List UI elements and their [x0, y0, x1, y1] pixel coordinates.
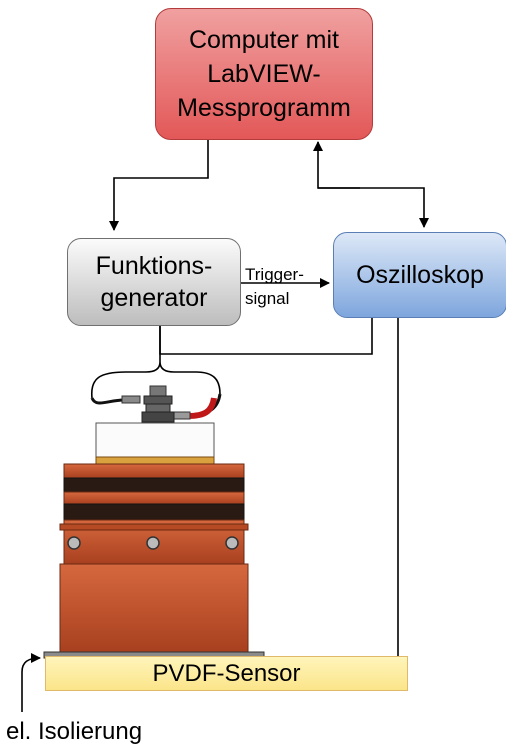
- arrow-oszilloskop-to-computer: [313, 141, 360, 189]
- connection-lines: [21, 140, 429, 712]
- isolierung-label: el. Isolierung: [6, 718, 143, 745]
- oszilloskop-label: Oszilloskop: [356, 260, 484, 289]
- computer-label: Computer mit LabVIEW- Messprogramm: [177, 26, 351, 122]
- funktionsgenerator-box: Funktions- generator: [67, 238, 241, 326]
- isolierung-pointer: [21, 653, 41, 712]
- trigger-signal-label: Trigger- signal: [245, 265, 304, 308]
- oszilloskop-box: Oszilloskop: [333, 232, 506, 318]
- cable-assembly: [90, 385, 222, 423]
- brace: [91, 361, 221, 399]
- pvdf-sensor-box: PVDF-Sensor: [45, 656, 408, 691]
- actuator-stack: [43, 422, 265, 659]
- funktionsgenerator-label: Funktions- generator: [95, 252, 213, 312]
- insulator-block: [95, 422, 215, 458]
- computer-box: Computer mit LabVIEW- Messprogramm: [155, 8, 373, 140]
- arrow-computer-to-funktionsgenerator: [109, 140, 209, 231]
- arrow-computer-to-oszilloskop: [318, 187, 429, 228]
- pvdf-sensor-label: PVDF-Sensor: [152, 659, 301, 687]
